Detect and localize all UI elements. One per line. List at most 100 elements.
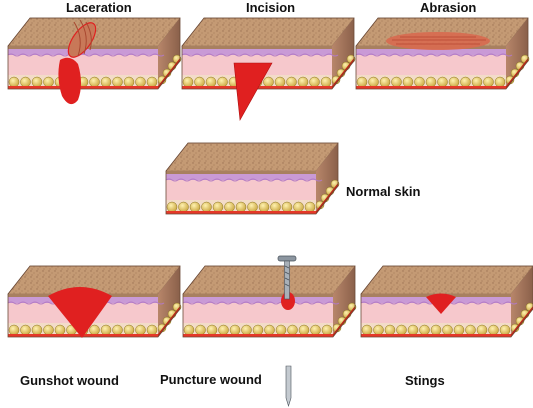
fat-cell xyxy=(379,76,391,88)
normal-skin-block xyxy=(165,142,340,215)
fat-cell xyxy=(361,324,373,336)
bottom-layer xyxy=(361,334,511,337)
fat-cell xyxy=(275,324,287,336)
fat-cell xyxy=(274,76,286,88)
fat-cell xyxy=(297,76,309,88)
fat-cell xyxy=(166,201,178,213)
stings-block xyxy=(360,265,533,338)
fat-cell xyxy=(425,76,437,88)
fat-cell xyxy=(321,324,333,336)
abrasion-wound xyxy=(386,32,490,50)
bottom-layer-side xyxy=(511,306,533,337)
fat-cell xyxy=(189,201,201,213)
block-outline xyxy=(7,17,181,90)
fat-cell xyxy=(384,324,396,336)
abrasion-label: Abrasion xyxy=(420,0,477,15)
fat-cell xyxy=(195,324,206,336)
gunshot-wound-block xyxy=(7,265,182,338)
fat-cell xyxy=(146,76,158,88)
skin-layer xyxy=(356,55,506,75)
dermis-wave xyxy=(182,301,340,305)
fat-cell xyxy=(310,324,321,336)
skin-layer xyxy=(183,297,333,303)
skin-side-face xyxy=(316,143,338,211)
skin-layer xyxy=(166,171,316,174)
fat-cell xyxy=(8,76,20,88)
fat-cell xyxy=(356,76,368,88)
bottom-layer xyxy=(356,86,506,89)
fat-cell xyxy=(201,201,212,213)
block-outline xyxy=(165,142,339,215)
skin-surface xyxy=(181,17,355,47)
skin-side-face xyxy=(332,18,354,86)
block-outline xyxy=(360,265,533,338)
incision-label: Incision xyxy=(246,0,296,15)
laceration-tear xyxy=(67,22,97,58)
skin-layer xyxy=(182,46,332,49)
fat-cell xyxy=(402,76,414,88)
fat-cell xyxy=(205,76,217,88)
fat-cell xyxy=(100,324,112,336)
dermis-wave xyxy=(181,53,339,57)
puncture-wound-label: Puncture wound xyxy=(160,372,262,387)
fat-cell xyxy=(286,76,297,88)
fat-cell xyxy=(31,324,43,336)
nail-tip xyxy=(285,365,292,408)
nail-head xyxy=(277,255,297,262)
fat-cell xyxy=(212,201,224,213)
fat-cell xyxy=(483,76,494,88)
fat-cell xyxy=(407,324,419,336)
skin-surface xyxy=(165,142,339,172)
bottom-layer xyxy=(183,334,333,337)
fat-cell xyxy=(309,76,320,88)
normal-skin-label: Normal skin xyxy=(346,184,421,199)
fat-cell xyxy=(437,76,448,88)
fat-cell xyxy=(430,324,442,336)
fat-cell xyxy=(43,324,54,336)
laceration-block xyxy=(7,17,182,105)
gunshot-wound-label: Gunshot wound xyxy=(20,373,119,388)
dermis-wave xyxy=(165,178,323,182)
fat-cell xyxy=(287,324,298,336)
fat-cell xyxy=(448,76,460,88)
fat-cell xyxy=(146,324,158,336)
skin-layer xyxy=(183,303,333,323)
skin-side-face xyxy=(333,266,355,334)
fat-cell xyxy=(20,324,31,336)
laceration-label: Laceration xyxy=(66,0,132,15)
fat-cell xyxy=(488,324,499,336)
bottom-layer xyxy=(166,211,316,214)
abrasion-scratches xyxy=(392,36,486,45)
fat-cell xyxy=(293,201,304,213)
gunshot-wound xyxy=(48,287,112,338)
skin-layer xyxy=(166,174,316,180)
fat-cell xyxy=(442,324,453,336)
stings-label: Stings xyxy=(405,373,445,388)
skin-side-face xyxy=(506,18,528,86)
fat-cell xyxy=(20,76,31,88)
fat-cell xyxy=(396,324,407,336)
fat-cell xyxy=(229,324,241,336)
fat-cell xyxy=(31,76,43,88)
fat-cell xyxy=(304,201,316,213)
fat-cell xyxy=(252,324,264,336)
fat-cell xyxy=(206,324,218,336)
fat-cell xyxy=(100,76,112,88)
fat-cell xyxy=(112,324,123,336)
bottom-layer-side xyxy=(506,58,528,89)
fat-cell xyxy=(320,76,332,88)
incision-block xyxy=(181,17,356,121)
bottom-layer-side xyxy=(316,183,338,214)
fat-cell xyxy=(224,201,235,213)
fat-cell xyxy=(247,201,258,213)
fat-cell xyxy=(263,76,274,88)
skin-side-face xyxy=(511,266,533,334)
bottom-layer-side xyxy=(333,306,355,337)
skin-side-face xyxy=(158,18,180,86)
fat-cell xyxy=(178,201,189,213)
fat-cell xyxy=(43,76,54,88)
bottom-layer-side xyxy=(332,58,354,89)
fat-cell xyxy=(499,324,511,336)
sting-wound xyxy=(426,293,456,314)
